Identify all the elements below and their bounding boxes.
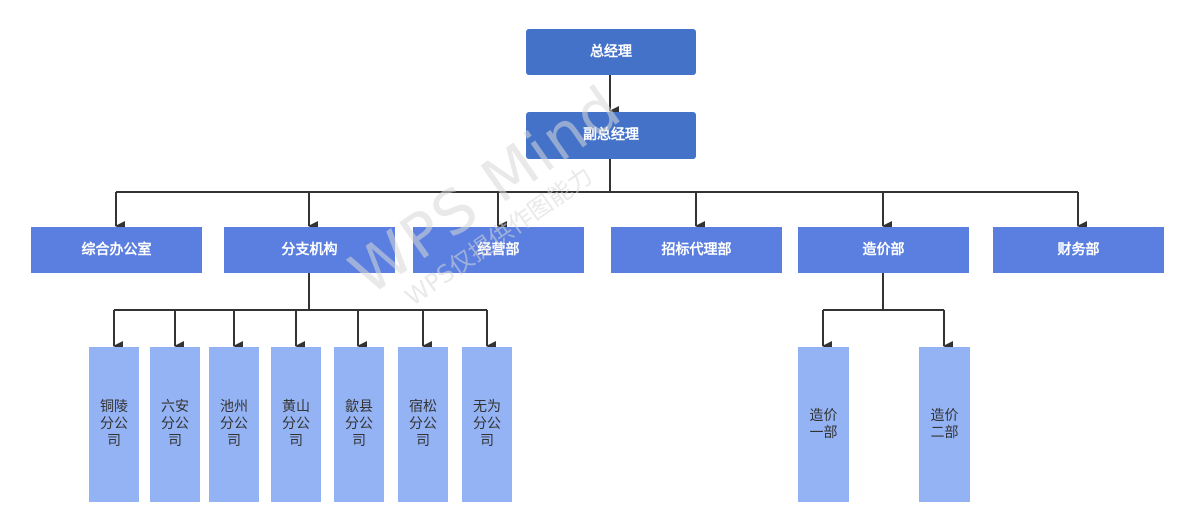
branch-line: 分公 — [220, 416, 248, 432]
branch-line: 歙县 — [345, 399, 373, 415]
node-branch-luan[interactable]: 六安分公司 — [150, 347, 200, 502]
branch-line: 司 — [289, 433, 303, 449]
node-dept-branches[interactable]: 分支机构 — [224, 227, 395, 273]
node-dept-general-office[interactable]: 综合办公室 — [31, 227, 202, 273]
node-branch-huangshan[interactable]: 黄山分公司 — [271, 347, 321, 502]
branch-line: 池州 — [220, 399, 248, 415]
node-dept-cost[interactable]: 造价部 — [798, 227, 969, 273]
branch-line: 铜陵 — [100, 399, 128, 415]
cost-unit-line: 一部 — [809, 424, 838, 441]
branch-line: 司 — [107, 433, 121, 449]
branch-line: 司 — [416, 433, 430, 449]
node-dept-tender-agency[interactable]: 招标代理部 — [611, 227, 782, 273]
node-branch-chizhou[interactable]: 池州分公司 — [209, 347, 259, 502]
branch-line: 分公 — [345, 416, 373, 432]
branch-line: 黄山 — [282, 399, 310, 415]
node-cost-unit-1[interactable]: 造价一部 — [798, 347, 849, 502]
node-dept-operations[interactable]: 经营部 — [413, 227, 584, 273]
branch-line: 宿松 — [409, 399, 437, 415]
node-branch-shexian[interactable]: 歙县分公司 — [334, 347, 384, 502]
branch-line: 分公 — [100, 416, 128, 432]
node-deputy-general-manager[interactable]: 副总经理 — [526, 112, 696, 159]
branch-line: 司 — [480, 433, 494, 449]
branch-line: 分公 — [409, 416, 437, 432]
branch-line: 司 — [227, 433, 241, 449]
node-branch-tongling[interactable]: 铜陵分公司 — [89, 347, 139, 502]
branch-line: 司 — [168, 433, 182, 449]
branch-line: 分公 — [473, 416, 501, 432]
cost-unit-line: 造价 — [930, 407, 959, 424]
node-branch-wuwei[interactable]: 无为分公司 — [462, 347, 512, 502]
node-dept-finance[interactable]: 财务部 — [993, 227, 1164, 273]
cost-unit-line: 造价 — [809, 407, 838, 424]
node-general-manager[interactable]: 总经理 — [526, 29, 696, 75]
cost-unit-line: 二部 — [930, 424, 959, 441]
branch-line: 无为 — [473, 399, 501, 415]
node-branch-susong[interactable]: 宿松分公司 — [398, 347, 448, 502]
branch-line: 司 — [352, 433, 366, 449]
branch-line: 六安 — [161, 399, 189, 415]
node-cost-unit-2[interactable]: 造价二部 — [919, 347, 970, 502]
branch-line: 分公 — [161, 416, 189, 432]
branch-line: 分公 — [282, 416, 310, 432]
